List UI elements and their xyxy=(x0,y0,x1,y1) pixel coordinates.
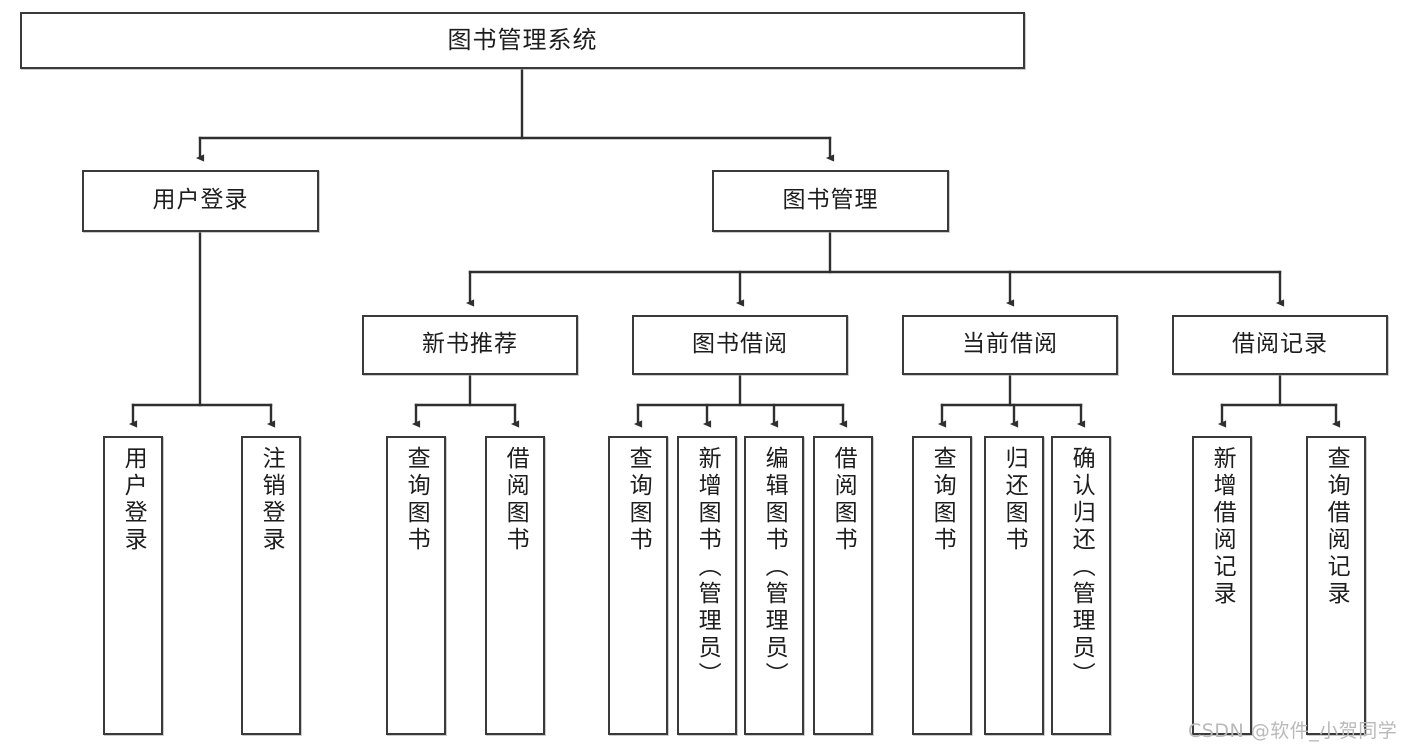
node-label: 图书借阅 xyxy=(692,331,788,358)
node-label: 查询图书 xyxy=(625,446,652,554)
node-label: 归还图书 xyxy=(1001,446,1028,554)
node-root-system[interactable]: 图书管理系统 xyxy=(20,12,1025,69)
node-leaf-borrow-book-1[interactable]: 借阅图书 xyxy=(485,436,545,735)
node-label: 新增图书（管理员） xyxy=(694,446,721,689)
node-label: 编辑图书（管理员） xyxy=(761,446,788,689)
node-leaf-user-login[interactable]: 用户登录 xyxy=(103,436,163,735)
node-label: 注销登录 xyxy=(258,446,285,554)
node-new-book-recommend[interactable]: 新书推荐 xyxy=(362,315,578,375)
node-label: 借阅图书 xyxy=(502,446,529,554)
node-label: 查询图书 xyxy=(929,446,956,554)
node-borrow-record[interactable]: 借阅记录 xyxy=(1172,315,1388,375)
node-label: 查询图书 xyxy=(403,446,430,554)
node-label: 借阅图书 xyxy=(830,446,857,554)
node-leaf-query-book-2[interactable]: 查询图书 xyxy=(608,436,668,735)
node-leaf-logout-login[interactable]: 注销登录 xyxy=(241,436,301,735)
node-label: 图书管理 xyxy=(782,187,879,214)
node-leaf-query-book-1[interactable]: 查询图书 xyxy=(386,436,446,735)
node-leaf-confirm-return[interactable]: 确认归还（管理员） xyxy=(1051,436,1111,735)
node-leaf-borrow-book-2[interactable]: 借阅图书 xyxy=(813,436,873,735)
node-user-login[interactable]: 用户登录 xyxy=(82,170,319,232)
node-label: 确认归还（管理员） xyxy=(1068,446,1095,689)
node-label: 用户登录 xyxy=(152,187,249,214)
node-leaf-edit-book[interactable]: 编辑图书（管理员） xyxy=(744,436,804,735)
node-book-manage[interactable]: 图书管理 xyxy=(712,170,949,232)
node-leaf-query-record[interactable]: 查询借阅记录 xyxy=(1306,436,1366,735)
node-label: 图书管理系统 xyxy=(447,26,598,55)
node-leaf-query-book-3[interactable]: 查询图书 xyxy=(912,436,972,735)
node-leaf-add-book[interactable]: 新增图书（管理员） xyxy=(677,436,737,735)
node-leaf-return-book[interactable]: 归还图书 xyxy=(984,436,1044,735)
node-leaf-add-record[interactable]: 新增借阅记录 xyxy=(1192,436,1252,735)
node-label: 借阅记录 xyxy=(1232,331,1328,358)
node-label: 新增借阅记录 xyxy=(1209,446,1236,608)
node-book-borrow[interactable]: 图书借阅 xyxy=(632,315,848,375)
csdn-watermark: CSDN @软件_小贺同学 xyxy=(1188,720,1398,742)
node-label: 当前借阅 xyxy=(962,331,1058,358)
node-label: 新书推荐 xyxy=(422,331,518,358)
node-current-borrow[interactable]: 当前借阅 xyxy=(902,315,1118,375)
node-label: 查询借阅记录 xyxy=(1323,446,1350,608)
node-label: 用户登录 xyxy=(120,446,147,554)
